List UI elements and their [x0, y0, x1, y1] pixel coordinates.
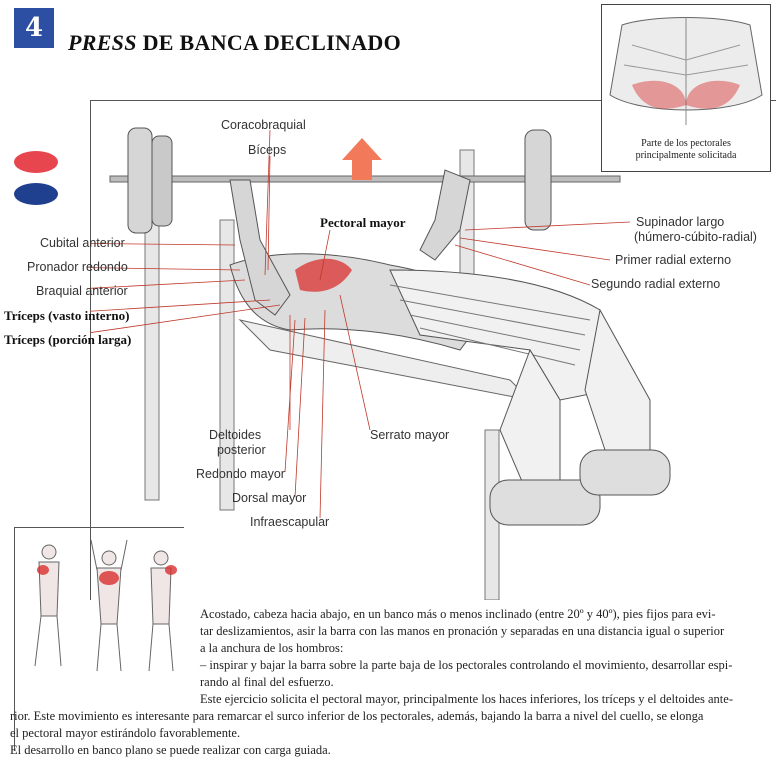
label-segundo-radial: Segundo radial externo — [591, 277, 721, 291]
up-arrow-icon — [342, 138, 382, 180]
inset-frame — [601, 4, 771, 172]
fig3-delt-highlight — [165, 565, 177, 575]
foot-roller — [489, 479, 601, 526]
label-biceps: Bíceps — [248, 143, 287, 157]
desc-line1: Acostado, cabeza hacia abajo, en un banc… — [200, 607, 716, 621]
foot-roller-upper — [579, 449, 671, 496]
desc-line2: tar deslizamientos, asir la barra con la… — [200, 624, 725, 638]
desc-line5: rando al final del esfuerzo. — [200, 675, 334, 689]
desc-line4: – inspirar y bajar la barra sobre la par… — [200, 658, 733, 672]
label-braquial-anterior: Braquial anterior — [36, 284, 128, 298]
label-supinador-2: (húmero-cúbito-radial) — [634, 230, 757, 244]
label-dorsal-mayor: Dorsal mayor — [232, 491, 307, 505]
fig2-chest-highlight — [99, 571, 119, 585]
pectoral-inset-illustration — [609, 17, 763, 125]
page-title: PRESS DE BANCA DECLINADO — [68, 30, 401, 56]
desc-line3: a la anchura de los hombros: — [200, 641, 344, 655]
label-pectoral-mayor: Pectoral mayor — [320, 215, 406, 230]
illustration-frame — [90, 100, 776, 600]
figures-frame — [14, 527, 184, 751]
left-plate-outer — [127, 127, 153, 234]
section-number-badge: 4 — [14, 8, 54, 48]
label-redondo-mayor: Redondo mayor — [196, 467, 285, 481]
leader-lines — [90, 129, 631, 519]
red-dot-icon — [14, 151, 58, 173]
inset-caption-line1: Parte de los pectorales — [641, 138, 731, 149]
desc-line7: rior. Este movimiento es interesante par… — [10, 709, 704, 723]
label-triceps-larga: Tríceps (porción larga) — [4, 332, 132, 347]
title-italic: PRESS — [68, 30, 137, 55]
bench-press-illustration — [90, 127, 671, 600]
inset-caption: Parte de los pectorales principalmente s… — [601, 138, 771, 162]
inset-caption-line2: principalmente solicitada — [635, 150, 737, 161]
color-legend — [14, 151, 58, 205]
label-pronador-redondo: Pronador redondo — [27, 260, 128, 274]
label-primer-radial: Primer radial externo — [615, 253, 732, 267]
section-number: 4 — [24, 13, 44, 43]
desc-line6: Este ejercicio solicita el pectoral mayo… — [200, 692, 733, 706]
label-serrato-mayor: Serrato mayor — [370, 428, 450, 442]
fig1-delt-highlight — [37, 565, 49, 575]
anatomy-figures — [34, 539, 177, 672]
athlete-legs — [389, 269, 651, 501]
label-supinador-1: Supinador largo — [636, 215, 725, 229]
title-rest: DE BANCA DECLINADO — [136, 30, 401, 55]
description-text: Acostado, cabeza hacia abajo, en un banc… — [10, 606, 768, 759]
label-infraescapular: Infraescapular — [250, 515, 330, 529]
label-deltoides-1: Deltoides — [209, 428, 262, 442]
label-cubital-anterior: Cubital anterior — [40, 236, 125, 250]
lower-pectoral-highlight — [632, 80, 686, 109]
left-arm — [229, 179, 291, 316]
right-arm — [419, 169, 471, 261]
pectoral-highlight — [295, 258, 352, 292]
right-plate — [524, 129, 552, 231]
blue-dot-icon — [14, 183, 58, 205]
desc-line9: El desarrollo en banco plano se puede re… — [10, 743, 331, 757]
desc-line8: el pectoral mayor estirándolo favorablem… — [10, 726, 241, 740]
label-triceps-vasto: Tríceps (vasto interno) — [4, 308, 130, 323]
label-coracobraquial: Coracobraquial — [221, 118, 306, 132]
label-deltoides-2: posterior — [217, 443, 266, 457]
left-plate-inner — [151, 135, 173, 227]
